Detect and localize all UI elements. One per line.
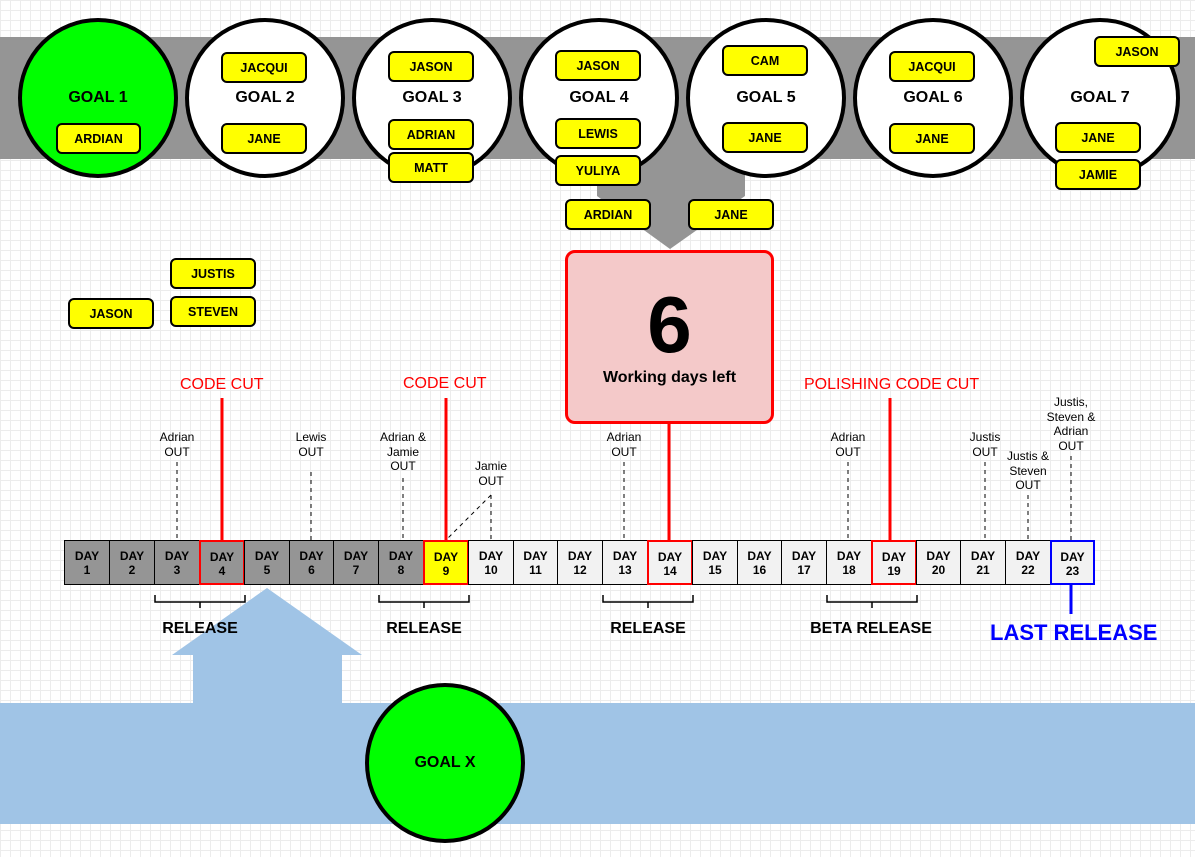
assignee-tag[interactable]: CAM	[722, 45, 808, 76]
release-label: RELEASE	[610, 620, 686, 637]
assignee-tag[interactable]: JANE	[221, 123, 307, 154]
goal-2-circle[interactable]: GOAL 2	[185, 18, 345, 178]
goal-3-label: GOAL 3	[402, 89, 462, 106]
unassigned-tag[interactable]: JUSTIS	[170, 258, 256, 289]
assignee-tag[interactable]: MATT	[388, 152, 474, 183]
assignee-tag[interactable]: JASON	[388, 51, 474, 82]
assignee-tag[interactable]: JANE	[889, 123, 975, 154]
release-label: RELEASE	[162, 620, 238, 637]
release-brackets	[154, 595, 918, 608]
goal-6-circle[interactable]: GOAL 6	[853, 18, 1013, 178]
absence-note: Adrian & Jamie OUT	[379, 430, 427, 473]
absence-note: Adrian OUT	[606, 430, 642, 459]
assignee-tag[interactable]: ADRIAN	[388, 119, 474, 150]
absence-note: Justis & Steven OUT	[1006, 449, 1049, 492]
goal-5-circle[interactable]: GOAL 5	[686, 18, 846, 178]
absence-note: Adrian OUT	[830, 430, 866, 459]
countdown-value: 6	[647, 280, 692, 369]
code-cut-label-1: CODE CUT	[180, 376, 264, 393]
goal-3-circle[interactable]: GOAL 3	[352, 18, 512, 178]
countdown-box: 6 Working days left	[565, 250, 774, 424]
goal-6-label: GOAL 6	[903, 89, 963, 106]
countdown-label: Working days left	[602, 369, 737, 386]
assignee-tag[interactable]: JACQUI	[889, 51, 975, 82]
assignee-tag[interactable]: LEWIS	[555, 118, 641, 149]
backlog-up-arrow	[172, 588, 362, 703]
polishing-code-cut-label: POLISHING CODE CUT	[804, 376, 980, 393]
assignee-tag[interactable]: JACQUI	[221, 52, 307, 83]
assignee-tag[interactable]: YULIYA	[555, 155, 641, 186]
goal-4-label: GOAL 4	[569, 89, 629, 106]
assignee-tag[interactable]: JASON	[1094, 36, 1180, 67]
goal-1-label: GOAL 1	[68, 89, 128, 106]
absence-note: Justis, Steven & Adrian OUT	[1046, 395, 1096, 453]
goal-x-circle[interactable]: GOAL X	[365, 683, 525, 843]
unassigned-tag[interactable]: STEVEN	[170, 296, 256, 327]
assignee-tag[interactable]: JASON	[555, 50, 641, 81]
unassigned-tag[interactable]: JASON	[68, 298, 154, 329]
goal-5-label: GOAL 5	[736, 89, 796, 106]
absence-note: Jamie OUT	[474, 459, 507, 488]
release-label: RELEASE	[386, 620, 462, 637]
absence-note: Justis OUT	[969, 430, 1001, 459]
goal-2-label: GOAL 2	[235, 89, 295, 106]
goal-x-label: GOAL X	[414, 754, 476, 771]
absence-lines	[176, 456, 1072, 541]
last-release-label: LAST RELEASE	[990, 620, 1158, 645]
absence-note: Adrian OUT	[159, 430, 195, 459]
beta-release-label: BETA RELEASE	[810, 620, 932, 637]
assignee-tag[interactable]: JANE	[722, 122, 808, 153]
backlog-band	[0, 703, 1195, 824]
goal-1-circle[interactable]: GOAL 1	[18, 18, 178, 178]
goal-7-label: GOAL 7	[1070, 89, 1130, 106]
assignee-tag[interactable]: JANE	[688, 199, 774, 230]
assignee-tag[interactable]: ARDIAN	[565, 199, 651, 230]
assignee-tag[interactable]: JAMIE	[1055, 159, 1141, 190]
code-cut-label-2: CODE CUT	[403, 375, 487, 392]
absence-note: Lewis OUT	[295, 430, 327, 459]
assignee-tag[interactable]: JANE	[1055, 122, 1141, 153]
assignee-tag[interactable]: ARDIAN	[56, 123, 141, 154]
goal-4-circle[interactable]: GOAL 4	[519, 18, 679, 178]
